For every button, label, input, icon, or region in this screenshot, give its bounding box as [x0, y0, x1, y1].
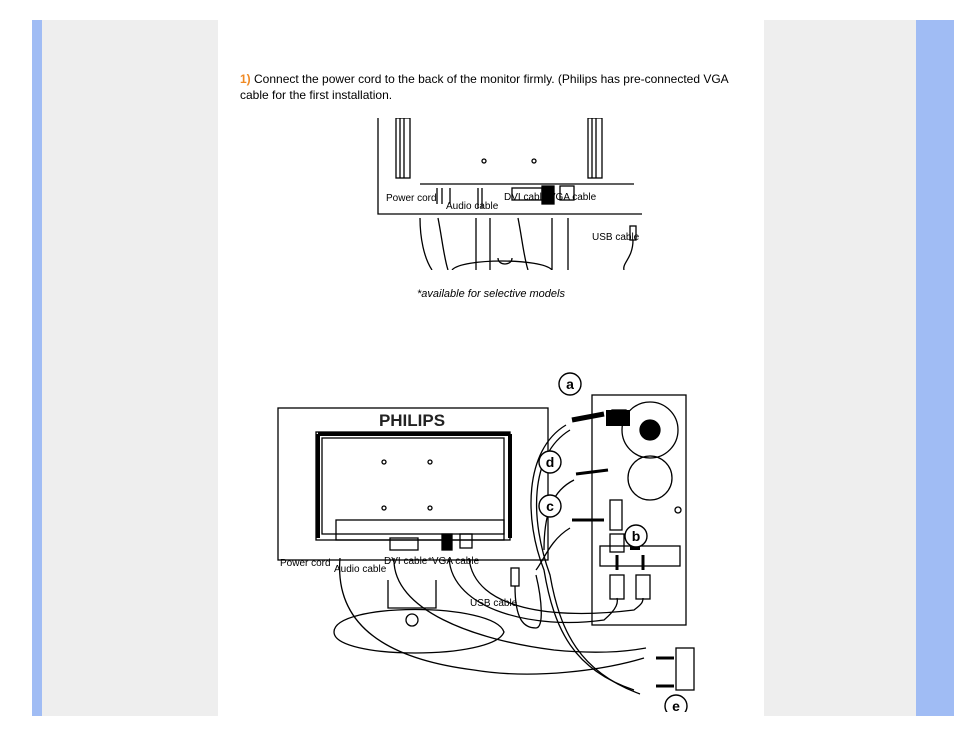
callout-d-circle — [538, 450, 562, 474]
fig2-dvi-label: DVI cable — [384, 556, 428, 567]
right-blue-bar — [916, 20, 954, 716]
monitor-connectors-figure: Power cord Audio cable DVI cable *VGA ca… — [377, 118, 642, 270]
step-instruction: 1) Connect the power cord to the back of… — [240, 71, 750, 103]
right-margin — [764, 20, 916, 716]
fig2-audio-label: Audio cable — [334, 564, 387, 575]
fig1-vga-label: *VGA cable — [545, 192, 597, 203]
document-content: 1) Connect the power cord to the back of… — [218, 20, 764, 716]
callout-a-circle — [558, 372, 582, 396]
left-margin — [42, 20, 218, 716]
figure-caption: *available for selective models — [417, 288, 565, 300]
fig1-usb-label: USB cable — [592, 232, 640, 243]
callout-b: b — [632, 528, 641, 544]
callout-e: e — [672, 698, 680, 712]
callout-a: a — [566, 376, 574, 392]
step-body: Connect the power cord to the back of th… — [240, 72, 729, 102]
fig1-power-label: Power cord — [386, 193, 437, 204]
brand-logo: PHILIPS — [379, 411, 445, 430]
fig2-usb-label: USB cable — [470, 598, 518, 609]
callout-b-circle — [624, 524, 648, 548]
fig1-dvi-label: DVI cable — [504, 192, 548, 203]
callout-c-circle — [538, 494, 562, 518]
callout-d: d — [546, 454, 555, 470]
connection-diagram-figure: a d c b e PHILIPS Power cord Audio cable… — [277, 372, 695, 712]
left-blue-bar — [32, 20, 42, 716]
callout-e-circle — [664, 694, 688, 712]
fig2-power-label: Power cord — [280, 558, 331, 569]
step-number: 1) — [240, 72, 251, 86]
fig1-audio-label: Audio cable — [446, 201, 499, 212]
fig2-vga-label: *VGA cable — [428, 556, 480, 567]
callout-c: c — [546, 498, 554, 514]
